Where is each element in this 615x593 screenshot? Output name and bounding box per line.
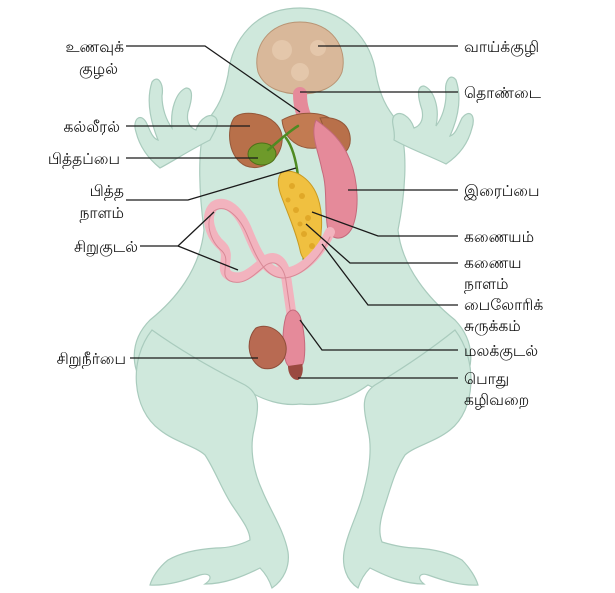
label-cloaca-line2: கழிவறை: [464, 391, 529, 409]
label-liver: கல்லீரல்: [63, 118, 120, 136]
label-oesophagus-line2: குழல்: [79, 60, 118, 79]
labels-left: உணவுக் குழல் கல்லீரல் பித்தப்பை பித்த நா…: [48, 38, 138, 369]
label-stomach: இரைப்பை: [464, 182, 540, 201]
label-pharynx: தொண்டை: [464, 84, 542, 102]
label-oesophagus-line1: உணவுக்: [65, 38, 124, 56]
label-urinary-bladder: சிறுநீர்பை: [57, 350, 126, 369]
labels-right: வாய்க்குழி தொண்டை இரைப்பை கணையம் கணைய நா…: [464, 38, 543, 409]
label-pyloric-sphincter-line2: சுருக்கம்: [464, 317, 521, 336]
mouth-cavity-shape: [257, 22, 343, 94]
label-mouth-cavity: வாய்க்குழி: [464, 38, 539, 57]
label-pancreatic-duct-line2: நாளம்: [464, 275, 509, 293]
label-small-intestine: சிறுகுடல்: [74, 238, 138, 257]
mouth-spot: [291, 63, 309, 81]
label-bile-duct-line2: நாளம்: [79, 204, 124, 222]
label-pancreatic-duct-line1: கணைய: [464, 254, 522, 272]
label-pyloric-sphincter-line1: பைலோரிக்: [464, 296, 543, 314]
label-bile-duct-line1: பித்த: [90, 182, 124, 200]
label-pancreas: கணையம்: [464, 228, 534, 246]
mouth-spot: [310, 40, 326, 56]
label-gall-bladder: பித்தப்பை: [48, 150, 120, 168]
label-rectum: மலக்குடல்: [464, 342, 538, 361]
mouth-spot: [272, 40, 292, 60]
label-cloaca-line1: பொது: [464, 370, 509, 389]
